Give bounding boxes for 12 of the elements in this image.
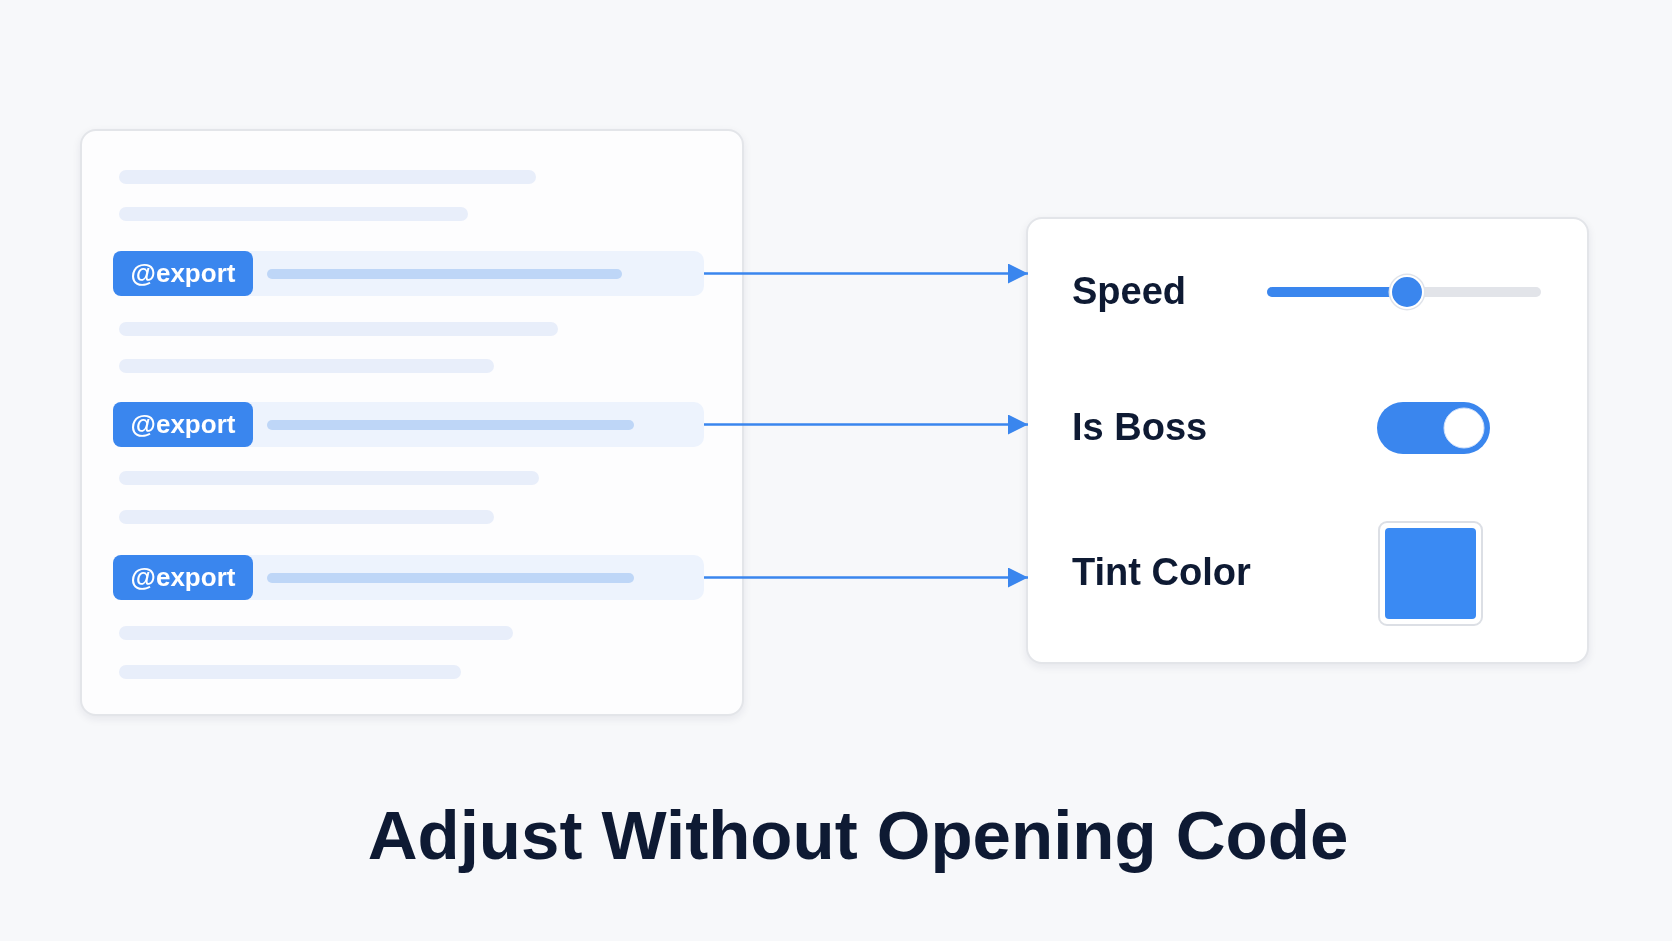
settings-panel: [1026, 217, 1589, 664]
export-tag: @export: [113, 555, 253, 600]
code-panel: [80, 129, 744, 716]
export-tag: @export: [113, 251, 253, 296]
title: Adjust Without Opening Code: [367, 796, 1349, 876]
arrow: [704, 567, 1028, 588]
arrow: [704, 414, 1028, 435]
setting-label: Is Boss: [1028, 403, 1208, 453]
setting-label: Speed: [1028, 267, 1187, 317]
setting-label: Tint Color: [1028, 548, 1251, 598]
arrow: [704, 263, 1028, 284]
export-tag: @export: [113, 402, 253, 447]
